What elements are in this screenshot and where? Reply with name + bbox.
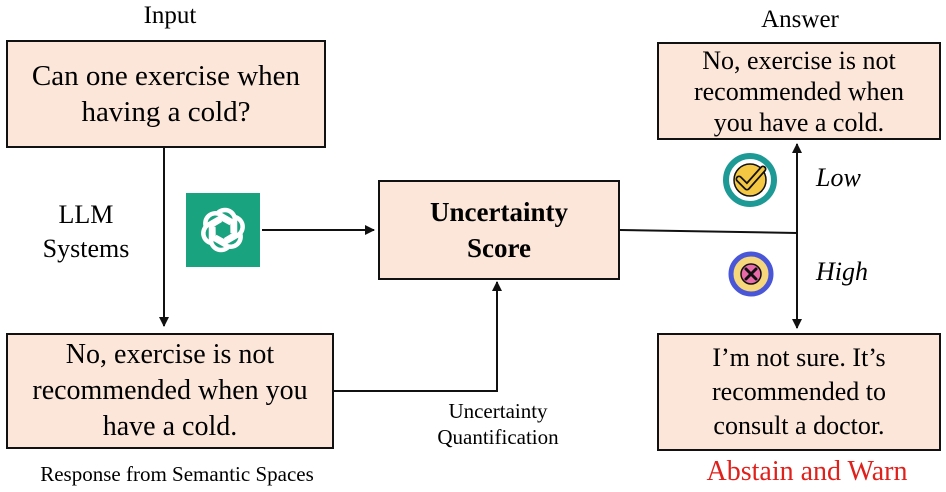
abstain-text: I’m not sure. It’s recommended to consul…	[712, 343, 886, 440]
question-text: Can one exercise when having a cold?	[31, 60, 301, 128]
score-line1: Uncertainty	[430, 197, 568, 227]
abstain-box: I’m not sure. It’s recommended to consul…	[657, 333, 941, 451]
answer-label: Answer	[761, 6, 839, 33]
input-label: Input	[143, 2, 197, 29]
response-box: No, exercise is not recommended when you…	[6, 333, 334, 449]
response-text: No, exercise is not recommended when you…	[32, 339, 308, 442]
answer-text: No, exercise is not recommended when you…	[693, 45, 905, 137]
llm-systems-label: LLM Systems	[26, 198, 146, 266]
answer-box: No, exercise is not recommended when you…	[657, 42, 941, 140]
llm-label-line1: LLM	[58, 200, 114, 229]
abstain-caption: Abstain and Warn	[706, 456, 908, 487]
llm-label-line2: Systems	[42, 234, 130, 263]
openai-logo-icon	[186, 193, 260, 267]
uq-line1: Uncertainty	[448, 399, 548, 423]
response-caption: Response from Semantic Spaces	[40, 462, 314, 486]
uncertainty-score-box: Uncertainty Score	[378, 180, 620, 280]
high-label: High	[816, 257, 868, 286]
question-box: Can one exercise when having a cold?	[6, 40, 326, 148]
check-circle-icon	[722, 152, 778, 208]
uq-line2: Quantification	[437, 425, 559, 449]
x-circle-icon	[727, 250, 775, 298]
uncertainty-quantification-label: Uncertainty Quantification	[408, 398, 588, 450]
score-line2: Score	[467, 233, 531, 263]
low-label: Low	[816, 163, 861, 192]
